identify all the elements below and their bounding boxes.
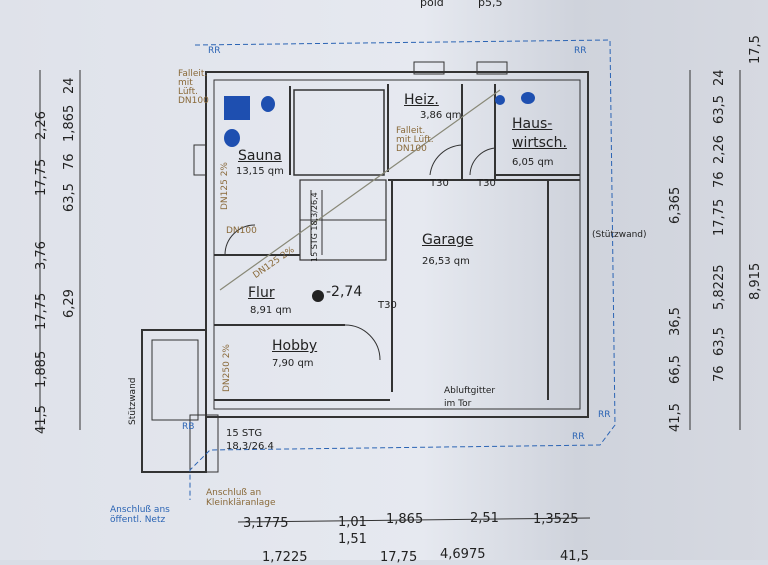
dim-left: 3,76 [34,241,49,270]
room-area-flur: 8,91 qm [250,305,292,316]
dim-right: 5,8225 [712,264,727,311]
room-name-sauna: Sauna [238,148,282,164]
dim-right: 41,5 [668,403,683,432]
dim-bottom: 1,51 [338,532,367,547]
dim-left: 63,5 [62,183,77,212]
rr-label: RR [208,46,221,56]
dim-bottom: 1,865 [386,512,424,527]
abluft-label-2: im Tor [444,399,472,409]
dim-right: 24 [712,69,727,86]
dim-left: 17,75 [34,158,49,196]
dim-right: 8,915 [748,262,763,300]
top-partial: pold [420,0,444,9]
stair-label: 15 STG 18,3/26,4 [310,192,319,262]
door-label: T30 [430,178,449,189]
dim-bottom-partial: 41,5 [560,549,589,564]
dim-right: 17,5 [748,35,763,64]
room-name-hauswirtsch: Haus- [512,116,553,132]
room-area-sauna: 13,15 qm [236,166,284,177]
dim-right: 66,5 [668,355,683,384]
door-label: T30 [477,178,496,189]
room-name-garage: Garage [422,232,474,248]
dim-left: 1,885 [34,350,49,388]
room-area-hobby: 7,90 qm [272,358,314,369]
dim-right: 76 [712,171,727,188]
level-label: -2,74 [326,284,363,300]
room-name-hauswirtsch-2: wirtsch. [512,135,567,151]
dim-bottom-partial: 4,6975 [440,547,486,562]
dim-left: 24 [62,77,77,94]
dim-bottom: 1,3525 [533,512,579,527]
room-area-heiz: 3,86 qm [420,110,462,121]
level-marker-icon [312,290,324,302]
dim-right: 17,75 [712,198,727,236]
pipe-label: DN250 2% [222,344,232,392]
dim-bottom: 3,1775 [243,516,289,531]
sewer-line [219,89,501,291]
room-name-hobby: Hobby [272,338,318,354]
outer-stair-label: 15 STG [226,428,263,439]
pipe-label: DN100 [226,226,257,236]
rr-label: RR [598,410,611,420]
dim-left: 41,5 [34,405,49,434]
dim-right: 63,5 [712,327,727,356]
pipe-label: DN125 2% [220,162,230,210]
dim-left: 76 [62,153,77,170]
dim-bottom: 1,01 [338,515,367,530]
dim-left: 17,75 [34,292,49,330]
outer-stair-label-2: 18,3/26.4 [226,441,274,452]
rr-label: RR [572,432,585,442]
room-area-hauswirtsch: 6,05 qm [512,157,554,168]
stuetzwand-label: (Stützwand) [592,230,647,240]
shower-tray [224,96,250,120]
rb-label: RB [182,422,195,432]
drain-line [189,39,616,500]
dim-left: 1,865 [62,104,77,142]
dimension-line-bottom [237,517,591,523]
dim-bottom: 2,51 [470,511,499,526]
dim-left: 6,29 [62,289,77,318]
room-area-garage: 26,53 qm [422,256,470,267]
rr-label: RR [574,46,587,56]
pipe-label: Falleit.mit Lüft.DN100 [396,126,434,154]
room-name-heiz: Heiz. [404,92,439,108]
room-name-flur: Flur [248,285,275,301]
door-label: T30 [378,300,397,311]
dim-left: 2,26 [34,111,49,140]
abluft-label: Abluftgitter [444,386,496,396]
outer-wall [205,71,589,418]
dim-right: 63,5 [712,95,727,124]
dim-right: 36,5 [668,307,683,336]
dim-right: 76 [712,365,727,382]
stuetzwand-label: Stützwand [128,377,138,426]
dim-bottom-partial: 1,7225 [262,550,308,565]
top-partial: p5,5 [478,0,503,9]
dim-right: 2,26 [712,135,727,164]
dim-bottom-partial: 17,75 [380,550,418,565]
dim-right: 6,365 [668,186,683,224]
